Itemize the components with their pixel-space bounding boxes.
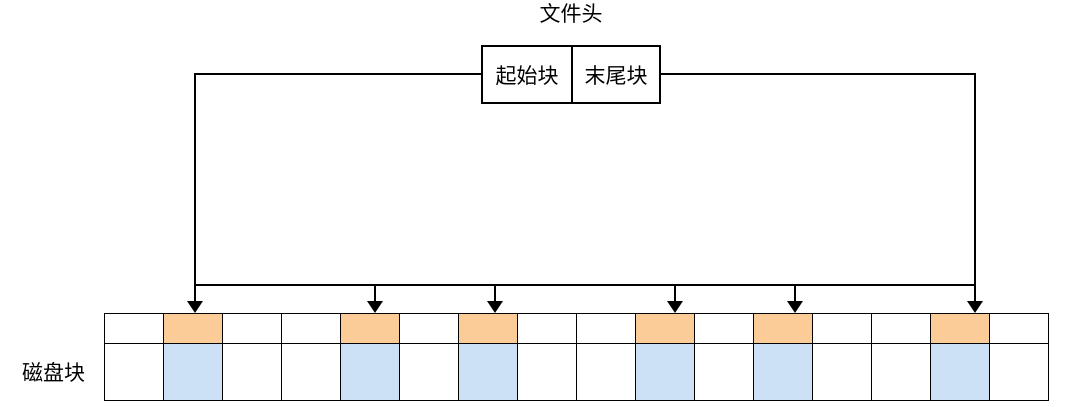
disk-block-bottom-cell bbox=[458, 343, 518, 401]
disk-block-top-cell bbox=[281, 313, 341, 344]
disk-block-bottom-cell bbox=[871, 343, 931, 401]
block-arrowhead bbox=[787, 301, 803, 313]
disk-block-bottom-cell bbox=[694, 343, 754, 401]
left-connector-line bbox=[194, 73, 481, 75]
block-bus-line bbox=[194, 284, 976, 286]
arrow-stub-line bbox=[674, 285, 676, 302]
disk-block-top-cell bbox=[753, 313, 813, 344]
disk-block-bottom-cell bbox=[222, 343, 282, 401]
disk-block-bottom-cell bbox=[340, 343, 400, 401]
disk-block-top-cell bbox=[635, 313, 695, 344]
disk-block-bottom-cell bbox=[576, 343, 636, 401]
disk-block-top-cell bbox=[517, 313, 577, 344]
disk-block-top-cell bbox=[989, 313, 1049, 344]
disk-blocks-table bbox=[104, 313, 1049, 401]
disk-block-bottom-cell bbox=[517, 343, 577, 401]
disk-block-top-cell bbox=[340, 313, 400, 344]
arrow-stub-line bbox=[494, 285, 496, 302]
disk-block-bottom-cell bbox=[104, 343, 164, 401]
disk-block-bottom-cell bbox=[635, 343, 695, 401]
start-block-cell: 起始块 bbox=[495, 64, 559, 88]
disk-block-top-cell bbox=[930, 313, 990, 344]
disk-block-top-cell bbox=[399, 313, 459, 344]
disk-block-top-cell bbox=[163, 313, 223, 344]
disk-block-bottom-cell bbox=[163, 343, 223, 401]
block-arrowhead bbox=[487, 301, 503, 313]
right-drop-line bbox=[974, 74, 976, 302]
block-arrowhead bbox=[187, 301, 203, 313]
file-header-box: 起始块 末尾块 bbox=[481, 45, 661, 104]
disk-block-top-cell bbox=[222, 313, 282, 344]
right-connector-line bbox=[661, 73, 976, 75]
left-drop-line bbox=[194, 74, 196, 302]
disk-block-top-cell bbox=[458, 313, 518, 344]
block-arrowhead bbox=[967, 301, 983, 313]
block-arrowhead bbox=[367, 301, 383, 313]
disk-block-bottom-cell bbox=[399, 343, 459, 401]
disk-block-top-cell bbox=[812, 313, 872, 344]
disk-block-top-cell bbox=[694, 313, 754, 344]
disk-block-bottom-cell bbox=[989, 343, 1049, 401]
disk-block-bottom-cell bbox=[753, 343, 813, 401]
disk-block-top-cell bbox=[871, 313, 931, 344]
block-arrowhead bbox=[667, 301, 683, 313]
disk-blocks-label: 磁盘块 bbox=[22, 362, 85, 385]
disk-block-bottom-cell bbox=[930, 343, 990, 401]
disk-block-bottom-cell bbox=[812, 343, 872, 401]
disk-block-bottom-cell bbox=[281, 343, 341, 401]
file-header-title: 文件头 bbox=[539, 3, 603, 26]
end-block-cell: 末尾块 bbox=[571, 47, 659, 102]
disk-block-top-cell bbox=[576, 313, 636, 344]
arrow-stub-line bbox=[794, 285, 796, 302]
arrow-stub-line bbox=[374, 285, 376, 302]
disk-block-top-cell bbox=[104, 313, 164, 344]
